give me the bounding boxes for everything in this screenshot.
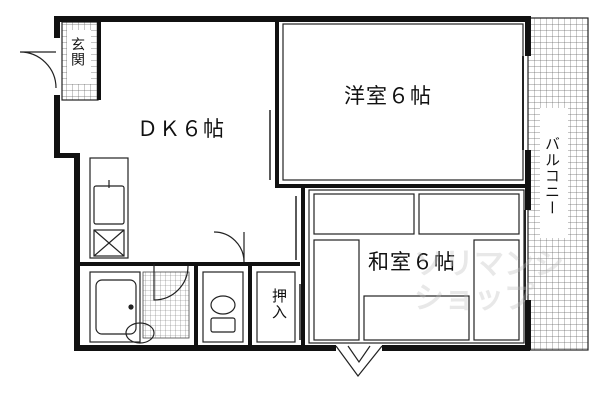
balcony-area [527, 17, 589, 351]
room-label-yoshitsu: 洋室６帖 [344, 84, 432, 108]
doors [19, 51, 383, 377]
room-label-washitsu: 和室６帖 [368, 250, 456, 274]
balcony-label: バルコニー [543, 136, 561, 216]
watermark-line1: ソリマンシ [414, 247, 564, 282]
interior-walls [80, 22, 527, 346]
oshiire-label: 押入 [270, 288, 288, 320]
sliding-doors [269, 110, 301, 340]
tatami-mats [308, 189, 526, 344]
toilet-fixture [202, 271, 244, 343]
kitchen-counter [89, 157, 129, 259]
watermark-line2: ショップ [414, 281, 534, 316]
watermark-logo: ソリマンシ ショップ [414, 248, 564, 316]
oshiire-outline [256, 271, 296, 343]
room-label-dk: ＤＫ６帖 [137, 117, 225, 141]
bath-tiles [142, 271, 190, 339]
bathroom-fixtures [89, 271, 155, 344]
genkan-label: 玄関 [69, 37, 85, 67]
outer-walls [54, 16, 531, 351]
